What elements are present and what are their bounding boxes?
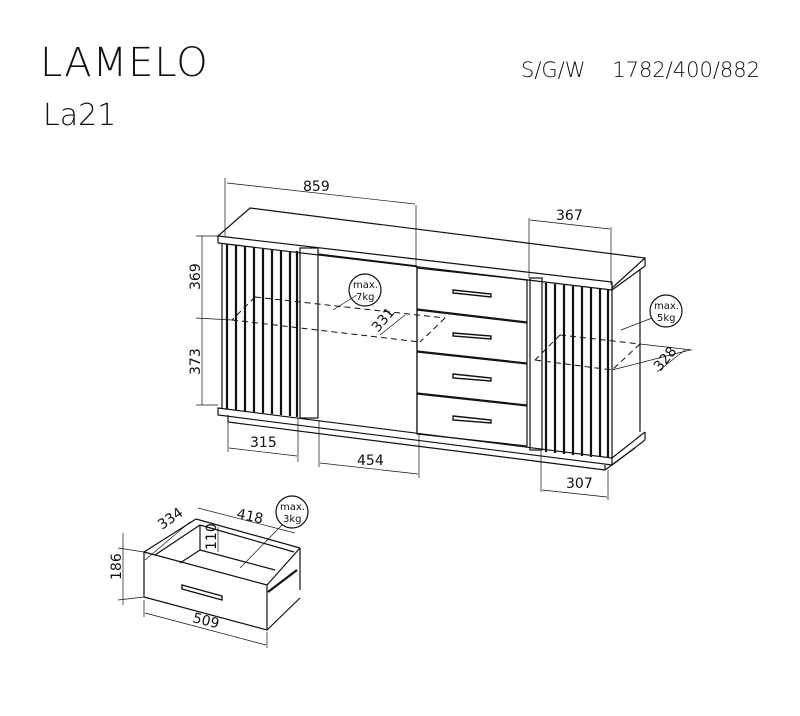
drawer-front [416, 309, 528, 364]
right-door-frame [529, 277, 543, 451]
load-label: max. [353, 280, 378, 291]
load-badge-5kg [649, 294, 683, 328]
dim-367: 367 [556, 208, 583, 224]
left-door-frame [299, 247, 319, 419]
load-value: 7kg [356, 292, 375, 303]
drawers [416, 267, 528, 447]
dim-315: 315 [250, 435, 277, 451]
drawer-handle [452, 415, 492, 424]
dimension-label: S/G/W [521, 58, 586, 82]
shelves-hidden [231, 296, 641, 371]
right-slatted-door [544, 283, 610, 458]
drawer-front [416, 267, 528, 323]
dim-454: 454 [357, 453, 384, 469]
dim-369: 369 [188, 263, 204, 290]
dim-509: 509 [191, 610, 221, 632]
load-label: max. [654, 301, 679, 312]
dim-418: 418 [235, 506, 264, 527]
load-badge-7kg [348, 273, 382, 307]
dim-307: 307 [566, 476, 593, 492]
dim-373: 373 [188, 348, 204, 375]
dim-331: 331 [369, 305, 398, 336]
dim-186: 186 [109, 553, 125, 580]
bottom-slab [217, 407, 613, 466]
dim-859: 859 [303, 179, 330, 195]
drawer-front [416, 351, 528, 406]
dim-110: 110 [204, 523, 220, 550]
drawer-detail-drawing: 334 418 110 186 509 max. 3kg [109, 495, 309, 648]
overall-dimensions: S/G/W 1782/400/882 [521, 58, 760, 82]
load-value: 3kg [283, 514, 302, 525]
dimensions: 859 367 369 373 315 454 307 331 328 max.… [188, 178, 693, 500]
product-code: La21 [43, 98, 117, 133]
product-name: LAMELO [40, 40, 209, 86]
load-badge-3kg [275, 495, 309, 529]
sideboard-drawing [216, 207, 647, 471]
drawer-handle [452, 289, 492, 298]
top-slab [216, 207, 647, 290]
drawer-handle [181, 584, 223, 601]
load-value: 5kg [657, 313, 676, 324]
drawer-handle [452, 373, 492, 382]
drawer-handle [452, 332, 492, 340]
dimension-value: 1782/400/882 [612, 58, 760, 82]
left-slatted-door [221, 243, 299, 417]
load-label: max. [280, 502, 305, 513]
drawer-front [416, 393, 528, 447]
